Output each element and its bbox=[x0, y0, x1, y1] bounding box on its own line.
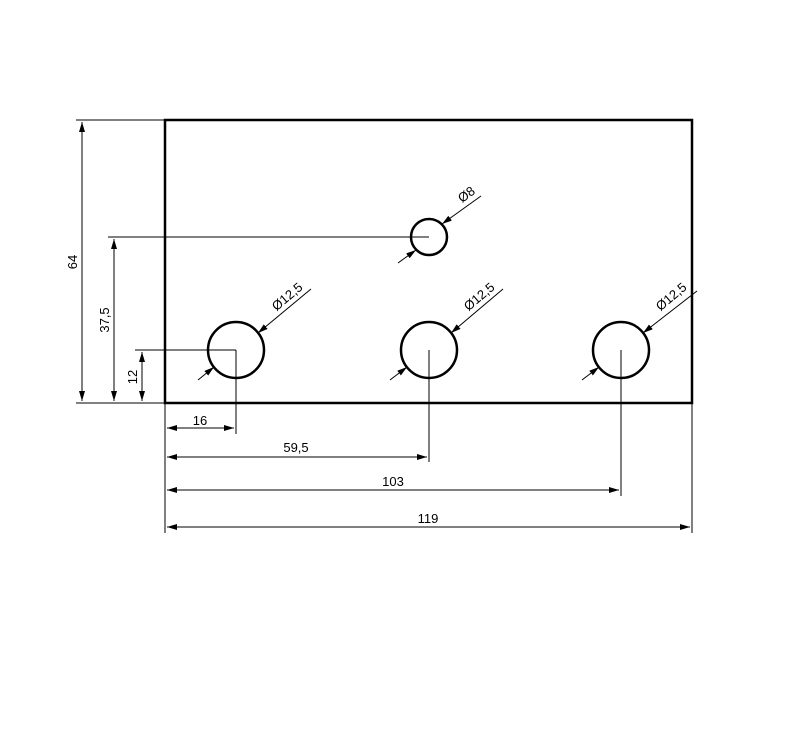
dim-12: 12 bbox=[125, 349, 236, 404]
dim-37-5-label: 37,5 bbox=[97, 307, 112, 332]
dim-103: 103 bbox=[167, 474, 619, 493]
dim-16: 16 bbox=[167, 413, 234, 431]
dim-59-5-label: 59,5 bbox=[283, 440, 308, 455]
dim-59-5: 59,5 bbox=[167, 440, 427, 460]
hole-right-diameter-label: Ø12,5 bbox=[653, 279, 690, 313]
dim-37-5: 37,5 bbox=[97, 236, 429, 404]
dim-119: 119 bbox=[167, 511, 690, 530]
dim-103-label: 103 bbox=[382, 474, 404, 489]
dim-12-label: 12 bbox=[125, 370, 140, 384]
dim-64-label: 64 bbox=[65, 255, 80, 269]
hole-middle-diameter-label: Ø12,5 bbox=[461, 279, 498, 313]
dim-16-label: 16 bbox=[193, 413, 207, 428]
dim-119-label: 119 bbox=[418, 511, 439, 526]
hole-small-diameter-label: Ø8 bbox=[455, 183, 478, 205]
dim-64: 64 bbox=[65, 119, 165, 404]
